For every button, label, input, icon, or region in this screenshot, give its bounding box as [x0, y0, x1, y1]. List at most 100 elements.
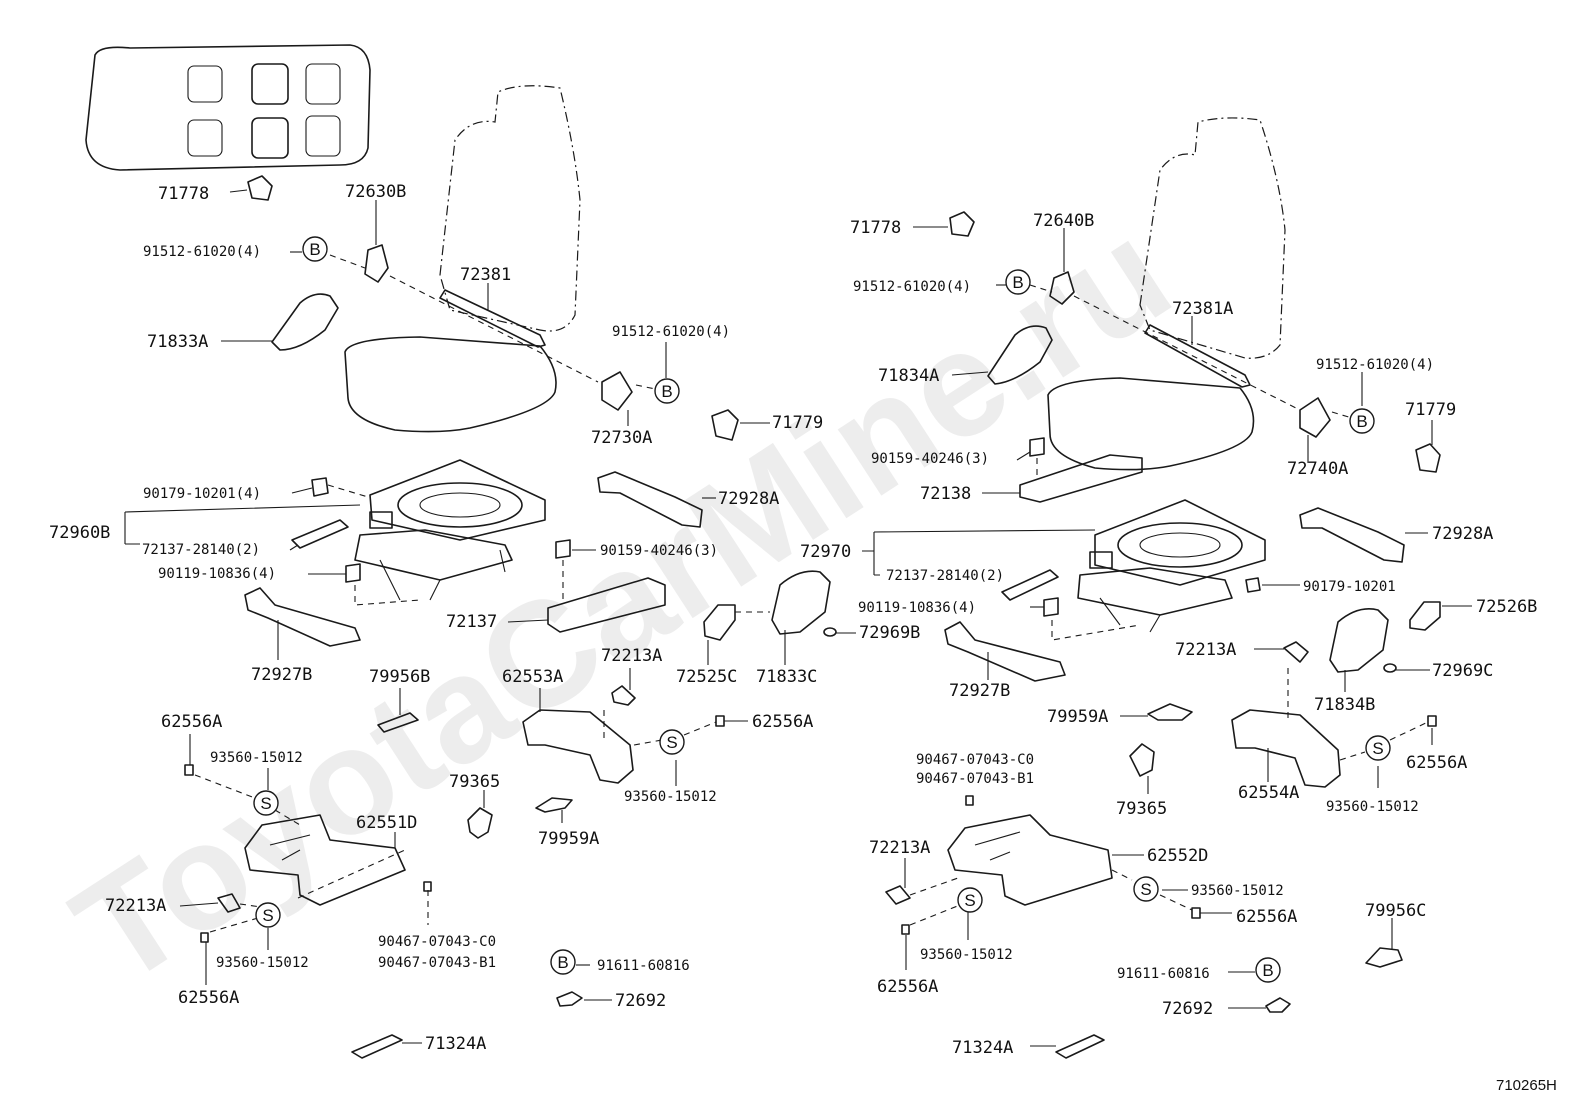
seatback-outline: [1139, 117, 1286, 359]
part-62556A-top-left: [184, 764, 194, 776]
part-62556A-mid: [1191, 907, 1201, 919]
callout-62556A-bot: 62556A: [178, 988, 239, 1008]
callout-62556A-right: 62556A: [1406, 753, 1467, 773]
bolt-symbol: B: [550, 949, 576, 975]
part-71779: [1415, 443, 1441, 473]
part-71779: [711, 409, 739, 441]
callout-72969C: 72969C: [1432, 661, 1493, 681]
part-90179: [311, 477, 329, 497]
svg-text:S: S: [1372, 739, 1383, 758]
callout-90119-10836: 90119-10836(4): [158, 566, 276, 582]
callout-90467-07043-B1: 90467-07043-B1: [916, 771, 1034, 787]
callout-93560-15012-bot: 93560-15012: [216, 955, 309, 971]
part-62556A-bot: [901, 924, 910, 935]
callout-71324A: 71324A: [425, 1034, 486, 1054]
part-72927B: [944, 621, 1066, 682]
part-71834A: [987, 325, 1053, 385]
callout-91512-61020-mid: 91512-61020(4): [1316, 357, 1434, 373]
callout-93560-15012-top-right: 93560-15012: [624, 789, 717, 805]
part-71324A: [1055, 1034, 1105, 1059]
callout-72213A-top: 72213A: [601, 646, 662, 666]
part-71833A: [271, 293, 339, 351]
bolt-symbol: B: [1349, 408, 1375, 434]
callout-71324A: 71324A: [952, 1038, 1013, 1058]
part-72213A-top: [611, 685, 636, 706]
callout-90159-40246: 90159-40246(3): [600, 543, 718, 559]
callout-93560-15012-right: 93560-15012: [1326, 799, 1419, 815]
part-72928A: [1299, 507, 1405, 563]
screw-symbol: S: [1133, 876, 1159, 902]
svg-text:S: S: [1140, 880, 1151, 899]
part-90159: [1029, 437, 1045, 457]
callout-71834B: 71834B: [1314, 695, 1375, 715]
part-71324A: [351, 1034, 403, 1059]
part-79959A: [535, 797, 573, 813]
part-72213A-bot: [217, 893, 241, 913]
callout-62556A-top-right: 62556A: [752, 712, 813, 732]
seat-cushion: [1047, 377, 1255, 471]
part-90467: [965, 795, 974, 806]
part-72927B: [244, 587, 361, 647]
callout-72213A-bot: 72213A: [105, 896, 166, 916]
callout-91512-61020-top: 91512-61020(4): [853, 279, 971, 295]
part-62554A: [1231, 709, 1341, 788]
bolt-symbol: B: [654, 378, 680, 404]
callout-93560-15012-bot: 93560-15012: [920, 947, 1013, 963]
svg-text:B: B: [309, 240, 320, 259]
part-62556A-bot: [200, 932, 209, 943]
callout-72927B: 72927B: [949, 681, 1010, 701]
callout-72213A-bot: 72213A: [869, 838, 930, 858]
callout-72137-28140: 72137-28140(2): [886, 568, 1004, 584]
part-72692: [556, 991, 583, 1007]
part-90179: [1245, 577, 1261, 593]
callout-62556A-mid: 62556A: [1236, 907, 1297, 927]
callout-91512-61020-top: 91512-61020(4): [143, 244, 261, 260]
callout-72381A: 72381A: [1172, 299, 1233, 319]
part-72969C: [1383, 663, 1397, 673]
part-62556A-top-right: [715, 715, 725, 727]
callout-90119-10836: 90119-10836(4): [858, 600, 976, 616]
svg-text:S: S: [666, 733, 677, 752]
callout-79956C: 79956C: [1365, 901, 1426, 921]
callout-62554A: 62554A: [1238, 783, 1299, 803]
callout-72526B: 72526B: [1476, 597, 1537, 617]
callout-62556A-bot: 62556A: [877, 977, 938, 997]
bolt-symbol: B: [1255, 957, 1281, 983]
bolt-symbol: B: [1005, 269, 1031, 295]
part-72381: [439, 289, 546, 348]
callout-72137: 72137: [446, 612, 497, 632]
callout-71833A: 71833A: [147, 332, 208, 352]
callout-71833C: 71833C: [756, 667, 817, 687]
part-71833C: [771, 570, 831, 635]
part-71778: [247, 175, 273, 201]
callout-72740A: 72740A: [1287, 459, 1348, 479]
part-72137-28140: [1001, 569, 1059, 601]
watermark: ToyotaCarMine.ru: [46, 188, 1198, 1017]
part-62553A: [522, 709, 634, 784]
callout-72213A-top: 72213A: [1175, 640, 1236, 660]
right-assembly: B B S S S B 71778 72640B 91512-61020(4) …: [800, 117, 1537, 1059]
svg-text:B: B: [1262, 961, 1273, 980]
callout-72138: 72138: [920, 484, 971, 504]
screw-symbol: S: [253, 790, 279, 816]
part-62552D: [947, 814, 1113, 906]
part-71778: [949, 211, 975, 237]
svg-text:S: S: [262, 906, 273, 925]
part-90467: [423, 881, 432, 892]
callout-72928A: 72928A: [718, 489, 779, 509]
seatback-outline: [439, 85, 581, 332]
part-72630B: [364, 244, 389, 283]
callout-62556A-top-left: 62556A: [161, 712, 222, 732]
callout-90179-10201: 90179-10201: [1303, 579, 1396, 595]
screw-symbol: S: [659, 729, 685, 755]
callout-90467-07043-C0: 90467-07043-C0: [378, 934, 496, 950]
part-79365: [467, 807, 493, 839]
callout-62552D: 62552D: [1147, 846, 1208, 866]
callout-91611-60816: 91611-60816: [597, 958, 690, 974]
part-72525C: [703, 604, 736, 641]
part-72740A: [1299, 397, 1331, 438]
left-assembly: B B S S S B 71778 72630B 91512-61020(4) …: [49, 44, 920, 1059]
svg-text:B: B: [557, 953, 568, 972]
